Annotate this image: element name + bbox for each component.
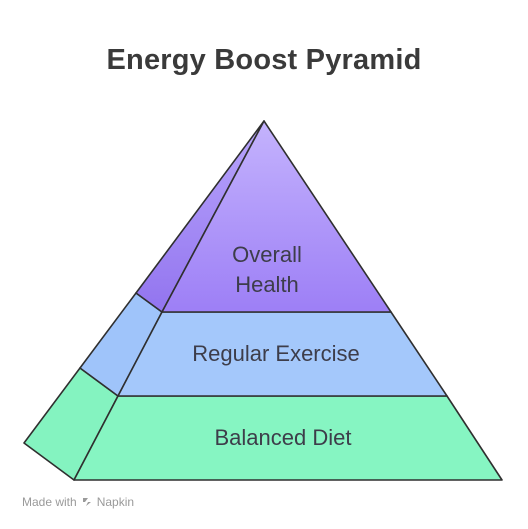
pyramid-level-balanced-diet: Balanced Diet — [23, 367, 503, 481]
level-top-label-line2: Health — [235, 272, 299, 297]
level-bottom-label: Balanced Diet — [215, 425, 352, 450]
pyramid-level-regular-exercise: Regular Exercise — [79, 292, 448, 397]
level-top-label-line1: Overall — [232, 242, 302, 267]
level-middle-label: Regular Exercise — [192, 341, 360, 366]
footer-prefix: Made with — [22, 495, 77, 509]
napkin-logo-icon — [82, 498, 91, 506]
level-top-front-face — [161, 120, 392, 313]
footer-attribution: Made with Napkin — [22, 495, 134, 509]
footer-brand: Napkin — [96, 495, 135, 509]
diagram-title: Energy Boost Pyramid — [106, 44, 422, 76]
pyramid-level-overall-health: Overall Health — [135, 120, 392, 313]
